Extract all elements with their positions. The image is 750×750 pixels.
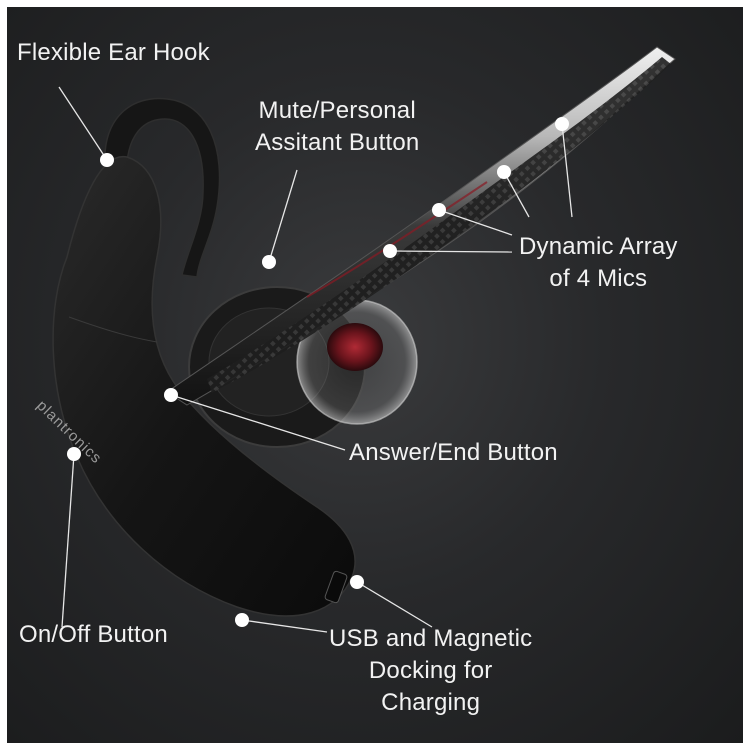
product-photo-frame: plantronics Flexible Ear Hook Mute/Perso…	[7, 7, 743, 743]
charging-dot-1	[235, 613, 249, 627]
on-off-dot	[67, 447, 81, 461]
mic-dot-4	[555, 117, 569, 131]
answer-end-label: Answer/End Button	[349, 439, 558, 466]
mic-dot-2	[432, 203, 446, 217]
answer-end-dot	[164, 388, 178, 402]
mic-array-label: Dynamic Array of 4 Mics	[519, 233, 678, 292]
mute-button-dot	[262, 255, 276, 269]
ear-hook-shape	[104, 97, 221, 278]
mic-dot-3	[497, 165, 511, 179]
headset-illustration	[52, 46, 676, 633]
headset-body-shape	[52, 156, 356, 617]
charging-dot-2	[350, 575, 364, 589]
mute-button-label: Mute/Personal Assitant Button	[255, 97, 420, 156]
on-off-label: On/Off Button	[19, 621, 168, 648]
ear-hook-label: Flexible Ear Hook	[17, 39, 210, 66]
ear-hook-dot	[100, 153, 114, 167]
charging-label: USB and Magnetic Docking for Charging	[329, 625, 533, 716]
usb-port-shape	[324, 570, 348, 604]
mic-dot-1	[383, 244, 397, 258]
